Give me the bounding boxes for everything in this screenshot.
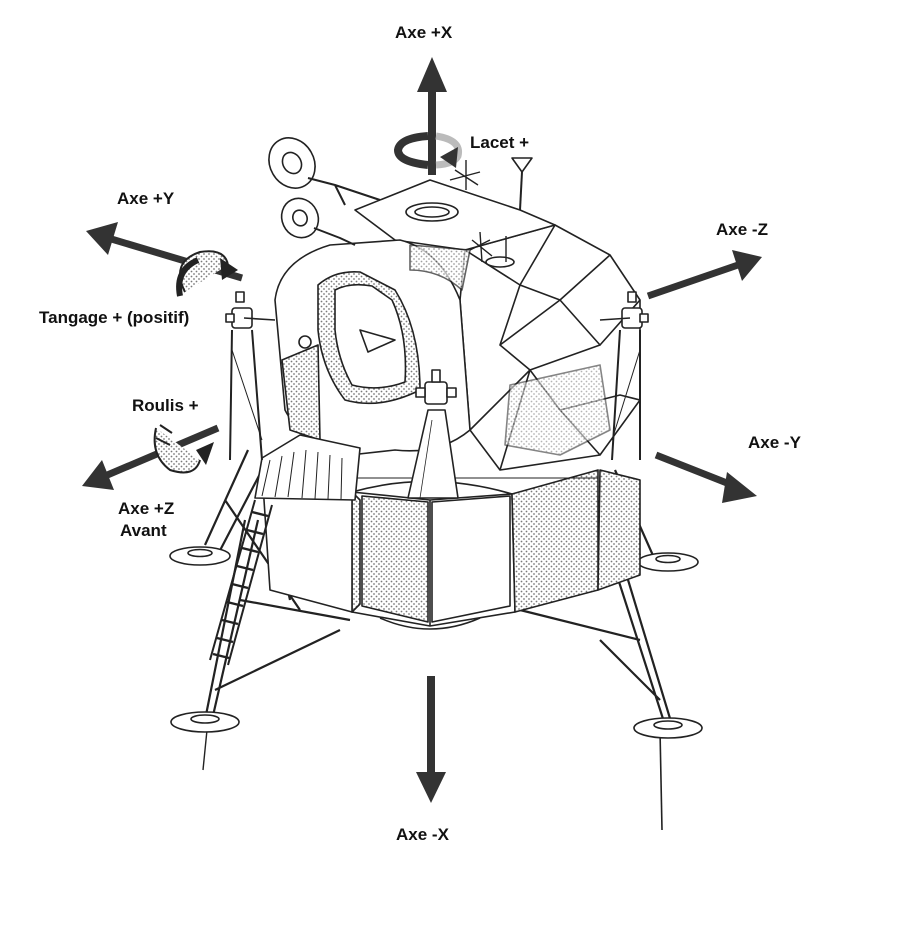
label-axis-y-negative: Axe -Y [748,433,801,452]
arrow-y-negative [654,451,757,503]
arrow-x-positive [417,57,447,175]
arrow-y-positive [86,222,244,282]
arrow-z-negative [646,250,762,300]
pitch-rotation-icon [176,250,238,297]
label-axis-x-negative: Axe -X [396,825,449,844]
label-roll: Roulis + [132,396,199,415]
rcs-thrusters [225,291,649,405]
antennas [268,137,533,263]
lunar-module [169,137,703,831]
arrow-x-negative [416,676,446,803]
label-axis-y-positive: Axe +Y [117,189,175,208]
label-axis-x-positive: Axe +X [395,23,453,42]
ladder [209,499,273,666]
yaw-rotation-icon [393,132,463,169]
label-axis-z-negative: Axe -Z [716,220,768,239]
roll-rotation-icon [153,424,214,474]
label-pitch: Tangage + (positif) [39,308,190,327]
label-forward: Avant [120,521,167,540]
rotation-arrows [153,132,463,474]
descent-stage [261,469,641,630]
label-yaw: Lacet + [470,133,530,152]
ascent-stage [209,179,649,666]
label-axis-z-positive: Axe +Z [118,499,175,518]
footpads [169,546,703,739]
